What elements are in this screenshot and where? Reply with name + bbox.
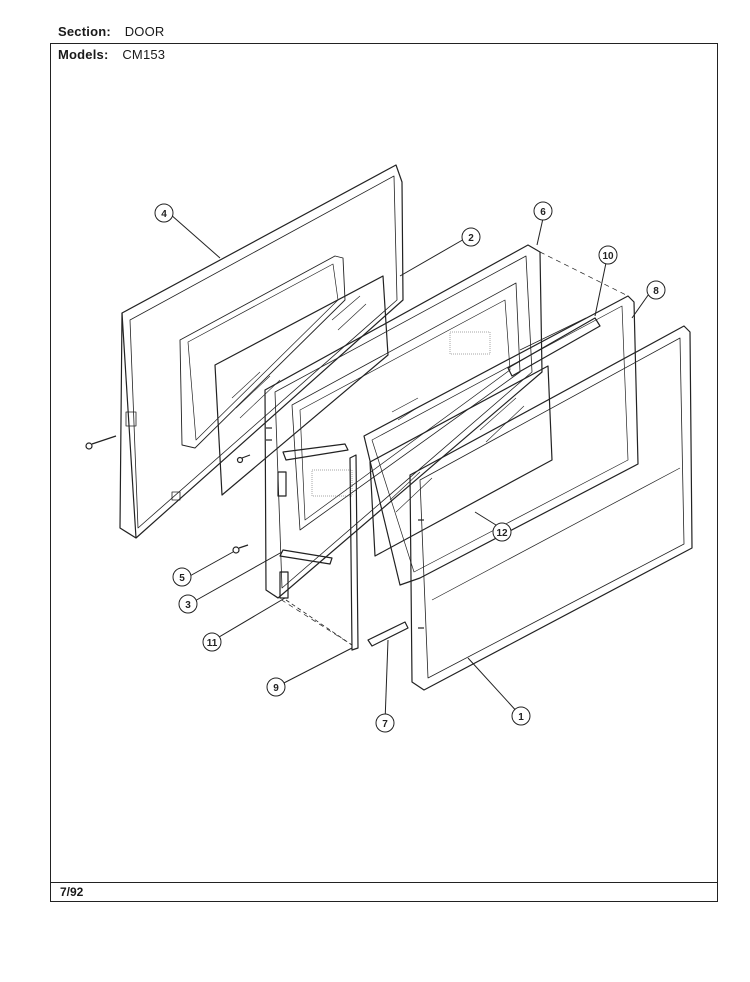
top-channel-bar <box>507 317 601 377</box>
section-label: Section: <box>58 24 111 39</box>
leader-lines <box>169 213 652 723</box>
callout-2: 2 <box>461 227 481 247</box>
callout-11: 11 <box>202 632 222 652</box>
models-value: CM153 <box>122 47 166 62</box>
models-header: Models: CM153 <box>58 47 165 62</box>
svg-text:1: 1 <box>518 712 524 723</box>
alignment-lines <box>265 251 629 646</box>
outer-door-frame <box>363 295 639 586</box>
models-label: Models: <box>58 47 109 62</box>
footer-divider <box>50 882 718 883</box>
section-value: DOOR <box>124 24 165 39</box>
callout-6: 6 <box>533 201 553 221</box>
svg-text:7: 7 <box>382 719 388 730</box>
callout-4: 4 <box>154 203 174 223</box>
inner-glass-panel <box>214 275 389 496</box>
callout-1: 1 <box>511 706 531 726</box>
vertical-channel <box>285 454 359 651</box>
bottom-bracket <box>367 621 409 647</box>
inner-door-panel <box>119 164 404 539</box>
svg-text:4: 4 <box>161 209 167 220</box>
svg-text:9: 9 <box>273 683 279 694</box>
callout-10: 10 <box>598 245 618 265</box>
svg-text:2: 2 <box>468 233 474 244</box>
door-trim <box>409 325 693 691</box>
svg-text:6: 6 <box>540 207 546 218</box>
callout-7: 7 <box>375 713 395 733</box>
callout-3: 3 <box>178 594 198 614</box>
outer-glass-panel <box>369 365 553 557</box>
diagram-frame <box>50 43 718 902</box>
callout-8: 8 <box>646 280 666 300</box>
svg-text:10: 10 <box>602 251 614 262</box>
hinge-brackets <box>266 427 349 599</box>
screws <box>85 435 251 554</box>
footer-date: 7/92 <box>60 885 84 899</box>
callout-9: 9 <box>266 677 286 697</box>
svg-text:8: 8 <box>653 286 659 297</box>
svg-text:11: 11 <box>207 638 218 649</box>
svg-text:12: 12 <box>496 528 508 539</box>
section-header: Section: DOOR <box>58 24 165 39</box>
svg-text:3: 3 <box>185 600 191 611</box>
callout-5: 5 <box>172 567 192 587</box>
svg-text:5: 5 <box>179 573 185 584</box>
callout-12: 12 <box>492 522 512 542</box>
